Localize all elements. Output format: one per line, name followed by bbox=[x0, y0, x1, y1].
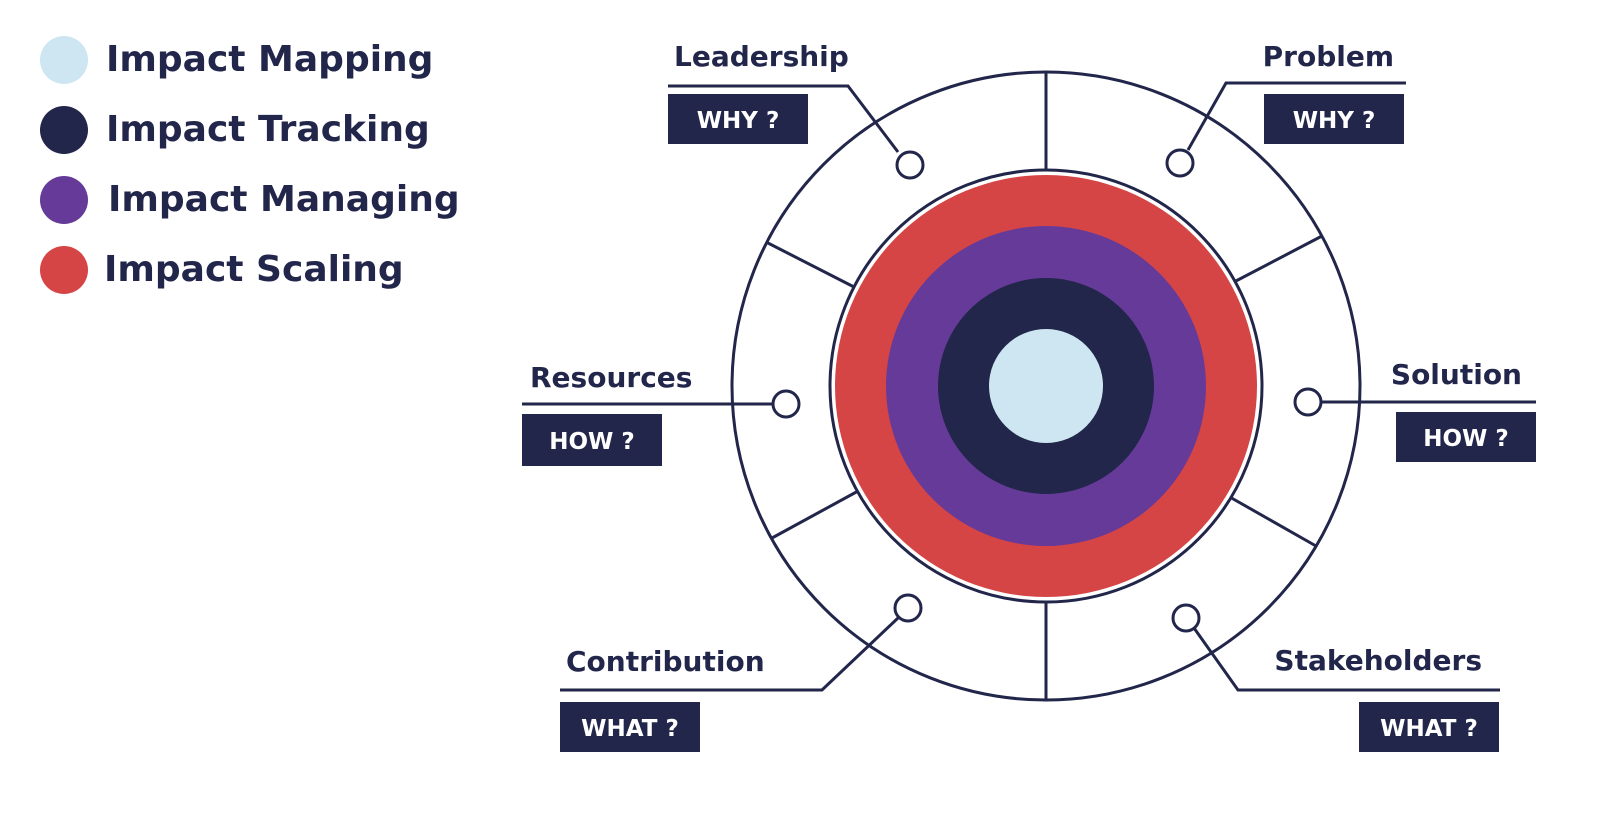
leadership-question-box bbox=[668, 94, 808, 144]
contribution-node bbox=[893, 593, 923, 623]
leadership-title: Leadership bbox=[674, 40, 849, 73]
legend-dot-impact-tracking bbox=[40, 106, 88, 154]
legend-label: Impact Mapping bbox=[106, 39, 434, 80]
stakeholders-question: WHAT ? bbox=[1380, 716, 1478, 742]
problem-question: WHY ? bbox=[1293, 108, 1376, 134]
contribution-question: WHAT ? bbox=[581, 716, 679, 742]
legend-label: Impact Managing bbox=[108, 179, 460, 220]
solution-node bbox=[1293, 387, 1323, 417]
leadership-node bbox=[895, 150, 925, 180]
divider-upper-right bbox=[1233, 234, 1323, 284]
leadership-question: WHY ? bbox=[697, 108, 780, 134]
solution-question-box bbox=[1396, 412, 1536, 462]
stakeholders-connector bbox=[1192, 627, 1500, 692]
contribution-title: Contribution bbox=[566, 645, 765, 678]
problem-node bbox=[1165, 148, 1195, 178]
contribution-question-box bbox=[560, 702, 700, 752]
legend-dot-impact-mapping bbox=[40, 36, 88, 84]
resources-question: HOW ? bbox=[549, 429, 635, 455]
segment-stakeholders: Stakeholders WHAT ? bbox=[1171, 603, 1500, 752]
stakeholders-title: Stakeholders bbox=[1274, 644, 1482, 677]
leadership-connector bbox=[668, 84, 900, 153]
solution-question: HOW ? bbox=[1423, 426, 1509, 452]
resources-node bbox=[771, 389, 801, 419]
divider-upper-left bbox=[765, 240, 857, 290]
legend-label: Impact Scaling bbox=[104, 249, 404, 290]
legend-dot-impact-managing bbox=[40, 176, 88, 224]
segment-solution: Solution HOW ? bbox=[1293, 358, 1536, 462]
segment-contribution: Contribution WHAT ? bbox=[560, 593, 923, 752]
legend-dot-impact-scaling bbox=[40, 246, 88, 294]
problem-title: Problem bbox=[1263, 40, 1394, 73]
impact-mapping-core bbox=[989, 329, 1103, 443]
resources-title: Resources bbox=[530, 361, 692, 394]
legend-label: Impact Tracking bbox=[106, 109, 430, 150]
stakeholders-question-box bbox=[1359, 702, 1499, 752]
divider-lower-right bbox=[1227, 494, 1317, 548]
divider-lower-left bbox=[771, 488, 861, 540]
segment-leadership: Leadership WHY ? bbox=[668, 40, 925, 180]
stakeholders-node bbox=[1171, 603, 1201, 633]
resources-question-box bbox=[522, 414, 662, 466]
problem-question-box bbox=[1264, 94, 1404, 144]
solution-title: Solution bbox=[1391, 358, 1522, 391]
contribution-connector bbox=[560, 616, 900, 692]
segment-problem: Problem WHY ? bbox=[1165, 40, 1406, 178]
segment-resources: Resources HOW ? bbox=[522, 361, 801, 466]
problem-connector bbox=[1186, 81, 1406, 151]
